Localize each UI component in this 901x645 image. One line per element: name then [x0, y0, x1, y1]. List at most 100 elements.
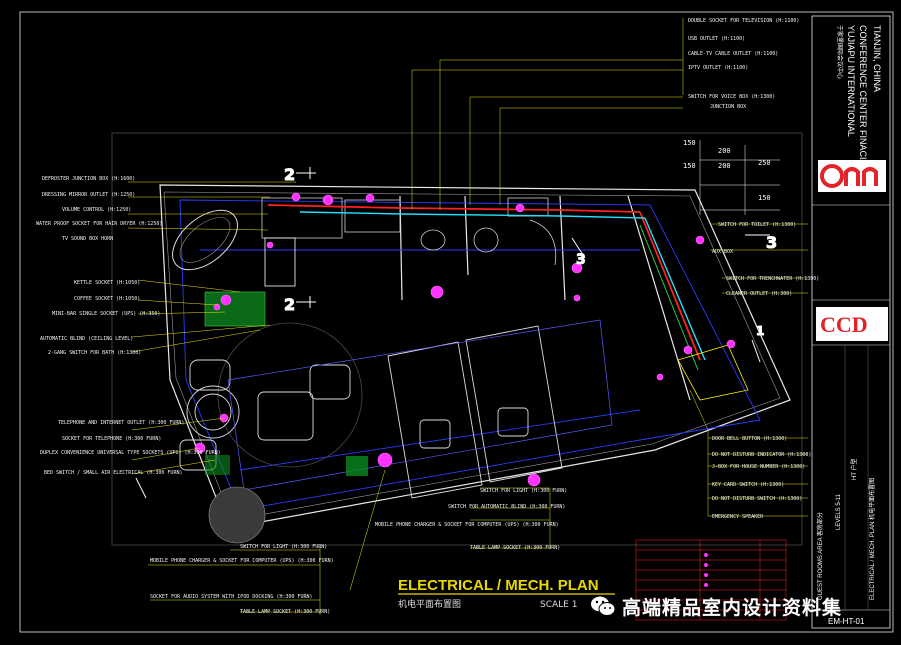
- dimension-lines: [699, 140, 780, 215]
- level-label: LEVELS 5-11: [836, 493, 842, 530]
- drawing-subtitle: 机电平面布置图: [398, 598, 461, 610]
- hatched-round-table: [208, 486, 266, 544]
- title-block-project: 于家堡国际会议中心 YUJIAPU INTERNATIONAL CONFEREN…: [836, 25, 882, 171]
- electrical-devices: [194, 192, 736, 487]
- right-note: SWITCH FOR TOILET (H:1300): [718, 222, 796, 228]
- bottom-note: SWITCH FOR LIGHT (H:300 FURN): [240, 544, 327, 550]
- right-note: DO NOT DISTURB INDICATOR (H:1300): [712, 452, 811, 458]
- section-marker: 3: [766, 233, 777, 252]
- firm-logo-text: CCD: [820, 312, 868, 337]
- right-note: DO NOT DISTURB SWITCH (H:1300): [712, 496, 802, 502]
- sheet-number: EM-HT-01: [828, 617, 865, 626]
- bathtub: [172, 209, 238, 271]
- floor-patch: [205, 455, 230, 475]
- top-note: USB OUTLET (H:1100): [688, 36, 745, 42]
- pipe-red: [267, 204, 701, 361]
- bathtub-inner: [179, 217, 231, 263]
- section-marker: 2: [284, 165, 295, 184]
- firm-logo: CCD: [816, 307, 888, 341]
- mini-bar-counter: [204, 291, 266, 327]
- dimension-text: 200: [718, 147, 731, 155]
- round-rug: [217, 322, 363, 468]
- left-leaders: [127, 181, 296, 475]
- left-note: DUPLEX CONVENIENCE UNIVERSAL TYPE SOCKET…: [40, 450, 221, 456]
- dimension-text: 150: [758, 194, 771, 202]
- center-note: SWITCH FOR LIGHT (H:300 FURN): [480, 488, 567, 494]
- right-notes-text: SWITCH FOR TOILET (H:1300) AUX BOX SWITC…: [712, 222, 819, 520]
- dimension-text: 150: [683, 162, 696, 170]
- floor-patch: [346, 456, 368, 476]
- right-leaders: [689, 223, 808, 517]
- center-note: MOBILE PHONE CHARGER & SOCKET FOR COMPUT…: [375, 522, 559, 528]
- left-note: DRESSING MIRROR OUTLET (H:1250): [42, 192, 135, 198]
- section-marker: 3: [576, 252, 586, 268]
- pipe-cyan: [299, 211, 706, 361]
- left-note: MINI-BAR SINGLE SOCKET (UPS) (H:350): [52, 311, 160, 317]
- project-name-cn: 于家堡国际会议中心: [836, 25, 844, 79]
- center-leaders: [470, 487, 551, 549]
- left-note: KETTLE SOCKET (H:1050): [74, 280, 140, 286]
- right-note: AUX BOX: [712, 249, 733, 255]
- section-markers: 2 2 3 3 1: [135, 165, 778, 499]
- top-note: SWITCH FOR VOICE BOX (H:1300): [688, 94, 775, 100]
- bottom-note: SOCKET FOR AUDIO SYSTEM WITH IPOD DOCKIN…: [150, 594, 313, 600]
- left-note: WATER PROOF SOCKET FOR HAIR DRYER (H:125…: [36, 221, 162, 227]
- title-block-rows: GUEST ROOMS AREA 客房部分 LEVELS 5-11 HT 户型 …: [816, 458, 876, 600]
- bottom-note: TABLE LAMP SOCKET (H:300 FURN): [240, 609, 330, 615]
- left-note: SOCKET FOR TELEPHONE (H:300 FURN): [62, 436, 161, 442]
- right-note: J-BOX FOR HOUSE NUMBER (H:1300): [712, 464, 805, 470]
- watermark: 高端精品室内设计资料集: [590, 592, 870, 620]
- left-notes-text: DEFROSTER JUNCTION BOX (H:1600) DRESSING…: [36, 176, 221, 476]
- top-note: IPTV OUTLET (H:1100): [688, 65, 748, 71]
- center-notes-text: SWITCH FOR LIGHT (H:300 FURN) SWITCH FOR…: [375, 488, 567, 551]
- wechat-icon: [590, 595, 616, 617]
- bathroom-fixtures: [261, 197, 557, 287]
- ceiling-lines: [179, 199, 761, 511]
- section-marker: 2: [284, 295, 295, 314]
- dimension-text: 250: [758, 159, 771, 167]
- bottom-note: MOBILE PHONE CHARGER & SOCKET FOR COMPUT…: [150, 558, 334, 564]
- right-note: DOOR BELL BUTTON (H:1300): [712, 436, 787, 442]
- project-name-en: YUJIAPU INTERNATIONAL: [846, 25, 856, 137]
- plan-viewport-frame: [111, 132, 803, 546]
- left-note: VOLUME CONTROL (H:1250): [62, 207, 131, 213]
- bottom-notes-text: SWITCH FOR LIGHT (H:300 FURN) MOBILE PHO…: [150, 544, 334, 615]
- sheet-title: ELECTRICAL / MECH. PLAN 机电平面布置图: [868, 478, 876, 600]
- entry-closet: [677, 344, 749, 401]
- top-notes-text: DOUBLE SOCKET FOR TELEVISION (H:1100) US…: [688, 18, 799, 110]
- right-note: SWITCH FOR TRENCHWATER (H:1300): [726, 276, 819, 282]
- right-note: KEY CARD SWITCH (H:1300): [712, 482, 784, 488]
- right-note: CLEANER OUTLET (H:300): [726, 291, 792, 297]
- bottom-leaders: [148, 469, 386, 615]
- sheet-border: [19, 11, 894, 633]
- dimension-marks: 150 150 200 200 250 150: [683, 139, 771, 202]
- left-note: BED SWITCH / SMALL AIR ELECTRICAL (H:300…: [44, 470, 182, 476]
- right-note: EMERGENCY SPEAKER: [712, 514, 764, 520]
- top-note: CABLE-TV CABLE OUTLET (H:1100): [688, 51, 778, 57]
- top-leaders: [411, 18, 684, 210]
- area-label: GUEST ROOMS AREA 客房部分: [816, 512, 824, 600]
- left-note: DEFROSTER JUNCTION BOX (H:1600): [42, 176, 135, 182]
- legend-table: [635, 539, 787, 621]
- center-note: TABLE LAMP SOCKET (H:300 FURN): [470, 545, 560, 551]
- top-note: DOUBLE SOCKET FOR TELEVISION (H:1100): [688, 18, 799, 24]
- headboard-wall: [227, 319, 613, 491]
- left-note: COFFEE SOCKET (H:1050): [74, 296, 140, 302]
- project-name-en-2: CONFERENCE CENTER FINACIAL: [858, 25, 868, 171]
- project-location: TIANJIN, CHINA: [872, 25, 882, 92]
- top-note: JUNCTION BOX: [710, 104, 746, 110]
- dimension-text: 150: [683, 139, 696, 147]
- client-logo: [818, 160, 886, 192]
- room-walls: [159, 184, 791, 529]
- section-marker: 1: [756, 324, 764, 338]
- left-note: TELEPHONE AND INTERNET OUTLET (H:300 FUR…: [58, 420, 184, 426]
- legend-symbols: [704, 553, 708, 587]
- left-note: TV SOUND BOX HORN: [62, 236, 113, 242]
- center-note: SWITCH FOR AUTOMATIC BLIND (H:300 FURN): [448, 504, 565, 510]
- watermark-text: 高端精品室内设计资料集: [622, 596, 843, 619]
- title-block: [811, 15, 891, 629]
- left-note: 2-GANG SWITCH FOR BATH (H:1300): [48, 350, 141, 356]
- left-note: AUTOMATIC BLIND (CEILING LEVEL): [40, 336, 133, 342]
- drawing-title: ELECTRICAL / MECH. PLAN: [398, 577, 599, 594]
